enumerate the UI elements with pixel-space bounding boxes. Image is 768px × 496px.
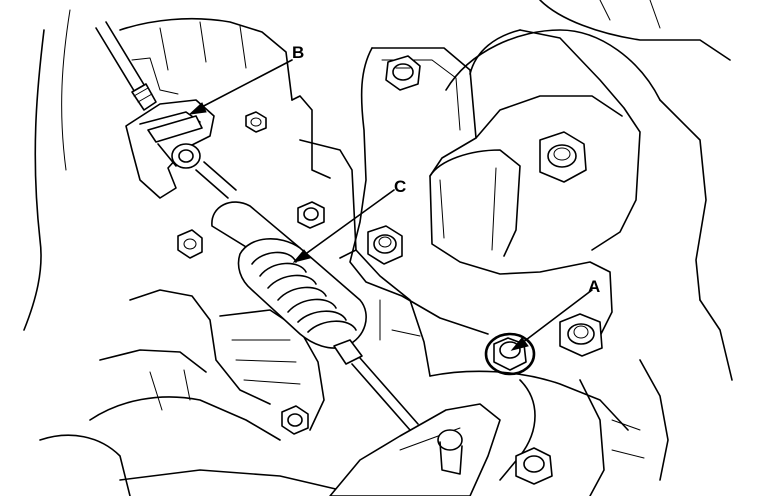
bolt-a [484, 332, 536, 376]
bolt-center [367, 225, 403, 265]
boot-ribs [251, 251, 357, 333]
bolt-lower-right [559, 313, 603, 357]
shift-cable-rod [195, 161, 237, 199]
callout-label-c: C [394, 177, 406, 196]
bolt-upper-right [539, 131, 587, 183]
leader-b [188, 59, 293, 115]
cable-boot [211, 201, 367, 365]
bolt-upper-left-small [245, 111, 267, 133]
cable-bracket [125, 99, 215, 199]
bolt-lower-left [281, 405, 309, 435]
bolt-mid-left [297, 201, 325, 229]
leader-c [292, 189, 395, 263]
callout-label-b: B [292, 43, 304, 62]
bolt-top-center [385, 55, 421, 91]
shift-cable-lower-rod [351, 357, 419, 431]
shift-cable-outer [95, 21, 157, 111]
lower-bracket [329, 403, 501, 496]
callout-label-a: A [588, 277, 600, 296]
bolt-left-side [177, 229, 203, 259]
leader-a [510, 289, 593, 351]
bolt-bottom-right [515, 447, 553, 485]
